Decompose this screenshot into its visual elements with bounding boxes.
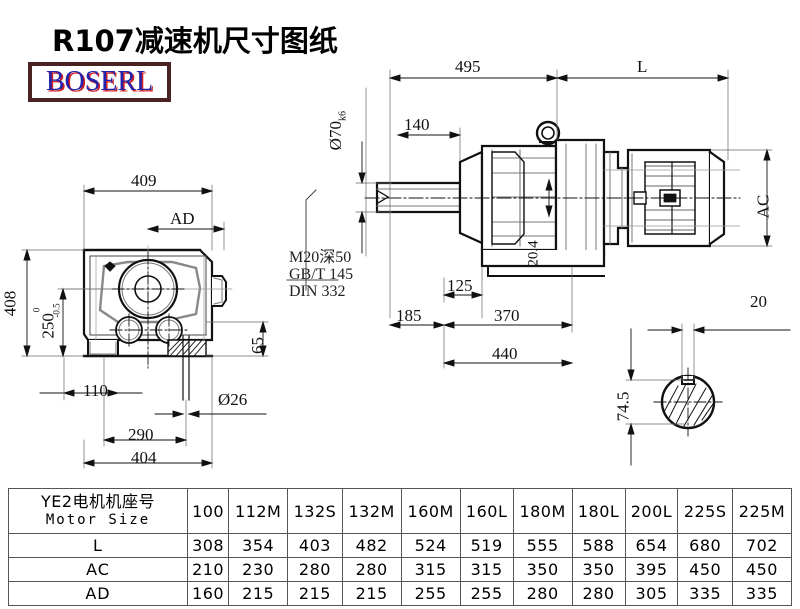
table-row: AD 160 215 215 215 255 255 280 280 305 3… (8, 581, 793, 606)
page-title: R107减速机尺寸图纸 (52, 24, 338, 58)
table-col-header: 100 (186, 488, 230, 534)
dim-125: 125 (447, 276, 473, 295)
table-col-header: 200L (624, 488, 679, 534)
table-cell: 524 (400, 533, 461, 558)
table-col-header: 180L (571, 488, 626, 534)
motor-size-table: YE2电机机座号 Motor Size 100 112M 132S 132M 1… (8, 488, 793, 606)
table-col-header: 225M (731, 488, 793, 534)
left-view-dimensions (21, 184, 269, 469)
table-col-header: 225S (677, 488, 733, 534)
dim-370: 370 (494, 306, 520, 325)
brand-logo: BOSERL (28, 62, 171, 102)
dim-AC: AC (753, 194, 773, 219)
dim-495: 495 (455, 57, 481, 76)
table-cell: 403 (287, 533, 343, 558)
main-view-geometry (364, 120, 741, 277)
dim-65: 65 (248, 337, 267, 354)
brand-logo-text: BOSERL (45, 66, 154, 97)
table-col-header: 132M (341, 488, 402, 534)
dim-290: 290 (128, 425, 154, 444)
dim-408: 408 (0, 290, 20, 317)
table-cell: 315 (459, 557, 514, 582)
table-cell: 305 (624, 581, 679, 606)
table-col-header: 160M (400, 488, 461, 534)
table-header-label-en: Motor Size (45, 512, 151, 529)
table-col-header: 112M (228, 488, 289, 534)
table-body: YE2电机机座号 Motor Size 100 112M 132S 132M 1… (8, 488, 793, 606)
note-standard-din: DIN 332 (289, 283, 346, 300)
table-cell: 210 (186, 557, 230, 582)
table-cell: 280 (512, 581, 573, 606)
table-cell: 519 (459, 533, 514, 558)
table-cell: 308 (186, 533, 230, 558)
dim-409: 409 (131, 171, 157, 190)
note-thread-spec: M20深50 (289, 249, 352, 266)
table-row-label: AD (8, 581, 188, 606)
dim-key-width-20: 20 (750, 292, 767, 311)
table-col-header: 132S (287, 488, 343, 534)
table-cell: 335 (677, 581, 733, 606)
dim-440: 440 (492, 344, 518, 363)
table-cell: 350 (512, 557, 573, 582)
dim-20-4: 20.4 (525, 240, 542, 267)
table-cell: 255 (459, 581, 514, 606)
dim-140: 140 (404, 115, 430, 134)
dim-250-tolerance: 2500-0.5 (31, 303, 63, 339)
table-cell: 450 (677, 557, 733, 582)
table-cell: 160 (186, 581, 230, 606)
table-col-header: 180M (512, 488, 573, 534)
main-view-dimensions (286, 69, 773, 369)
dim-shaft-diameter: Ø70k6 (325, 111, 349, 151)
table-row-label: AC (8, 557, 188, 582)
table-cell: 255 (400, 581, 461, 606)
detail-view-geometry (653, 367, 723, 437)
dim-hole-26: Ø26 (218, 390, 248, 409)
table-row: AC 210 230 280 280 315 315 350 350 395 4… (8, 557, 793, 582)
table-cell: 555 (512, 533, 573, 558)
table-cell: 350 (571, 557, 626, 582)
dim-185: 185 (396, 306, 422, 325)
table-cell: 450 (731, 557, 793, 582)
table-header-row: YE2电机机座号 Motor Size 100 112M 132S 132M 1… (8, 488, 793, 534)
table-cell: 280 (287, 557, 343, 582)
table-cell: 215 (228, 581, 289, 606)
dim-L: L (637, 57, 648, 76)
left-view-geometry (61, 245, 233, 401)
dim-ad: AD (170, 209, 195, 228)
table-cell: 395 (624, 557, 679, 582)
table-cell: 335 (731, 581, 793, 606)
table-cell: 280 (341, 557, 402, 582)
detail-view-dimensions (625, 323, 791, 466)
dim-110: 110 (83, 381, 108, 400)
dim-74-5: 74.5 (613, 391, 633, 422)
table-row-label: L (8, 533, 188, 558)
table-cell: 482 (341, 533, 402, 558)
table-col-header: 160L (459, 488, 514, 534)
table-cell: 588 (571, 533, 626, 558)
table-cell: 215 (341, 581, 402, 606)
table-cell: 315 (400, 557, 461, 582)
dim-404: 404 (131, 448, 157, 467)
table-header-label-cn: YE2电机机座号 (40, 492, 156, 512)
table-cell: 680 (677, 533, 733, 558)
table-cell: 230 (228, 557, 289, 582)
table-cell: 354 (228, 533, 289, 558)
table-cell: 280 (571, 581, 626, 606)
table-header-label-cell: YE2电机机座号 Motor Size (8, 488, 188, 534)
table-row: L 308 354 403 482 524 519 555 588 654 68… (8, 533, 793, 558)
table-cell: 654 (624, 533, 679, 558)
note-standard-gb: GB/T 145 (289, 266, 354, 283)
table-cell: 215 (287, 581, 343, 606)
table-cell: 702 (731, 533, 793, 558)
